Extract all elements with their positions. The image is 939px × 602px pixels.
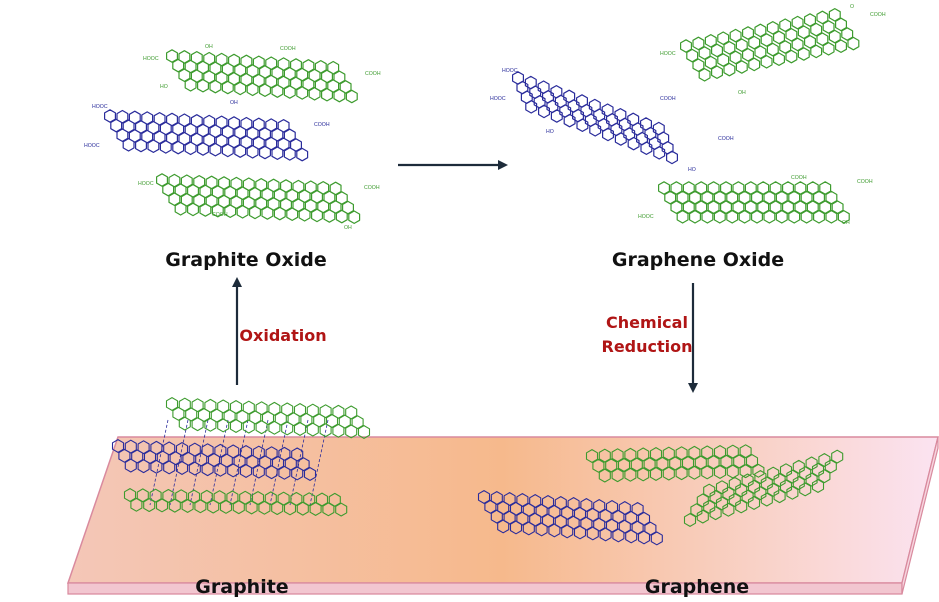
chemical-reduction-line2: Reduction [601, 337, 693, 356]
fg-label: COOH [365, 71, 381, 77]
graphene-oxide-blue-sheet [512, 71, 678, 165]
graphene-green-sheet-2-lattice [683, 449, 844, 527]
fg-label: HOOC [143, 56, 159, 62]
fg-label: COOH [870, 12, 886, 18]
graphene-oxide-lower-green-sheet-lattice [658, 181, 850, 224]
fg-label: OH [842, 220, 850, 226]
substrate-slab [66, 436, 939, 595]
graphite-middle-sheet-lattice [111, 439, 317, 481]
graphite-top-sheet-lattice [165, 397, 371, 439]
fg-label: COOH [314, 122, 330, 128]
graphene-oxide-lower-green-sheet [658, 181, 850, 224]
fg-label: HOOC [660, 51, 676, 57]
fg-label: HO [688, 167, 696, 173]
fg-label: COOH [791, 175, 807, 181]
interlayer-dash [249, 419, 269, 506]
fg-label: OH [205, 44, 213, 50]
graphene-oxide-blue-sheet-lattice [512, 71, 678, 165]
interlayer-dash [209, 419, 229, 506]
graphene-oxide-upper-green-sheet [680, 8, 860, 82]
fg-label: COOH [718, 136, 734, 142]
oxidation-label: Oxidation [239, 326, 327, 345]
interlayer-dash [289, 419, 309, 506]
graphite-oxide-label: Graphite Oxide [165, 249, 327, 271]
graphite-oxide-bottom-sheet-lattice [156, 173, 361, 224]
graphite-oxide-middle-sheet-lattice [104, 109, 309, 162]
fg-label: OH [344, 225, 352, 231]
fg-label: O [850, 4, 854, 10]
graphite-middle-sheet [111, 439, 317, 481]
interlayer-dash [169, 419, 189, 506]
graphene-oxide-label: Graphene Oxide [611, 249, 785, 271]
graphite-bottom-sheet-lattice [123, 488, 348, 517]
fg-label: COOH [660, 96, 676, 102]
fg-label: HOOC [138, 181, 154, 187]
fg-label: COOH [857, 179, 873, 185]
graphite-oxide-top-sheet [166, 49, 358, 104]
fg-label: HOOC [84, 143, 100, 149]
graphene-green-sheet-2 [683, 449, 844, 527]
graphene-label: Graphene [644, 576, 750, 598]
fg-label: COOH [212, 212, 228, 218]
fg-label: OH [230, 100, 238, 106]
fg-label: HO [160, 84, 168, 90]
graphite-oxide-bottom-sheet [156, 173, 361, 224]
fg-label: HOOC [92, 104, 108, 110]
graphite-bottom-sheet [123, 488, 348, 517]
graphene-oxide-upper-green-sheet-lattice [680, 8, 860, 82]
functional-groups-blue: HOOC HOOC COOH OH HOOC HOOC COOH COOH HO… [84, 68, 734, 173]
fg-label: HOOC [638, 214, 654, 220]
chemical-reduction-line1: Chemical [606, 313, 688, 332]
substrate-side-edge [901, 436, 939, 595]
fg-label: COOH [364, 185, 380, 191]
graphite-oxide-middle-sheet [104, 109, 309, 162]
sheet-layer [104, 8, 860, 546]
chemical-reduction-label: Chemical Reduction [601, 311, 692, 359]
fg-label: OH [738, 90, 746, 96]
graphene-blue-sheet-lattice [477, 490, 663, 546]
interlayer-dash [309, 419, 329, 506]
substrate-front-edge [67, 582, 903, 595]
fg-label: COOH [280, 46, 296, 52]
graphite-label: Graphite [195, 576, 289, 598]
interlayer-dash [269, 419, 289, 506]
fg-label: HOOC [502, 68, 518, 74]
fg-label: HOOC [490, 96, 506, 102]
graphite-oxide-top-sheet-lattice [166, 49, 358, 104]
fg-label: HO [546, 129, 554, 135]
functional-groups: HOOC COOH COOH OH HO HOOC COOH COOH OH C… [138, 4, 886, 231]
graphite-top-sheet [165, 397, 371, 439]
graphene-green-sheet-1 [585, 444, 765, 483]
graphene-blue-sheet [477, 490, 663, 546]
graphene-green-sheet-1-lattice [585, 444, 765, 483]
